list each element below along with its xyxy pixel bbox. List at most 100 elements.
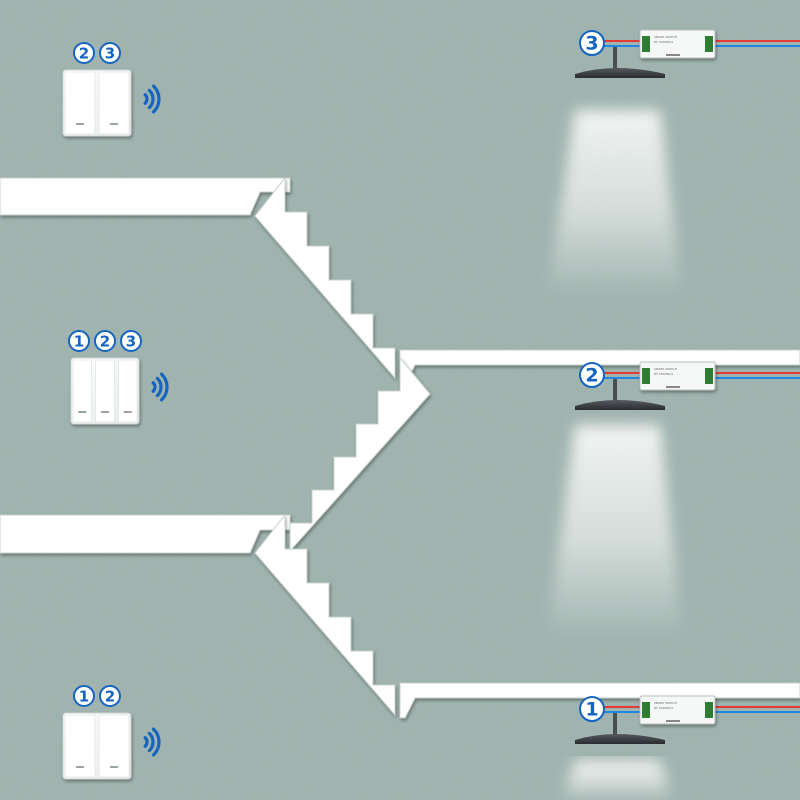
- switch-indicator: [76, 766, 84, 768]
- light-beam-3: [548, 110, 682, 292]
- relay-module: [639, 361, 716, 391]
- relay-module: [639, 695, 716, 725]
- lower-floor-slab: [0, 514, 291, 554]
- rf-wave: [143, 736, 149, 748]
- badge-number: 1: [79, 688, 89, 706]
- badge-circle: [120, 330, 142, 352]
- switch-indicator: [110, 766, 118, 768]
- number-badge: 1: [68, 330, 90, 352]
- lamp-stem: [613, 713, 617, 735]
- badge-number: 3: [105, 45, 115, 63]
- terminal-block-left: [642, 368, 650, 384]
- building-structure: [0, 176, 800, 719]
- light-beam-2: [548, 425, 682, 632]
- relay-module: [639, 29, 716, 59]
- stair-steps: [289, 356, 431, 553]
- badge-circle: [73, 685, 95, 707]
- relay-label: SMART SWITCH: [654, 367, 677, 371]
- number-badge: 3: [99, 42, 121, 64]
- light-beam-1: [562, 760, 672, 800]
- switch-indicator: [78, 411, 87, 413]
- badge-circle: [73, 42, 95, 64]
- switch-gang-button[interactable]: [95, 359, 115, 423]
- switch-indicator: [123, 411, 132, 413]
- ceiling-lamp: [575, 68, 665, 78]
- number-badge: 1: [579, 696, 605, 722]
- relay-led: [666, 720, 680, 722]
- badge-circle: [579, 30, 605, 56]
- relay-led: [666, 54, 680, 56]
- relay-led: [666, 386, 680, 388]
- rf-wave: [155, 376, 163, 398]
- number-badge: 2: [94, 330, 116, 352]
- upper-floor-slab: [0, 177, 291, 216]
- slab-surface: [0, 177, 291, 216]
- rf-wave: [147, 88, 155, 110]
- badge-number: 1: [585, 699, 598, 721]
- relay-label: RF CONTROL: [654, 706, 674, 710]
- switch-indicator: [101, 411, 109, 413]
- terminal-block-left: [642, 702, 650, 718]
- lamp-stem: [613, 379, 617, 401]
- terminal-block-right: [705, 368, 713, 384]
- rf-wave: [151, 381, 157, 393]
- rf-wave: [159, 372, 169, 402]
- relay-label: RF CONTROL: [654, 372, 674, 376]
- slab-surface: [0, 514, 291, 554]
- switch-indicator: [110, 123, 118, 125]
- rf-signal-icon: [143, 84, 161, 114]
- badge-circle: [68, 330, 90, 352]
- rf-signal-icon: [143, 727, 161, 757]
- ceiling-lamp: [575, 400, 665, 410]
- badge-number: 2: [585, 365, 598, 387]
- stair-flight-upper: [254, 176, 396, 380]
- rf-signal-icon: [151, 372, 169, 402]
- number-badge: 3: [579, 30, 605, 56]
- terminal-block-right: [705, 702, 713, 718]
- ceiling-lamp: [575, 734, 665, 744]
- switch-gang-button[interactable]: [117, 359, 138, 423]
- rf-wave: [147, 731, 155, 753]
- badge-circle: [99, 42, 121, 64]
- light-beams: [548, 110, 682, 800]
- rf-wave: [151, 84, 161, 114]
- badge-circle: [579, 362, 605, 388]
- badge-circle: [94, 330, 116, 352]
- badge-number: 1: [74, 333, 84, 351]
- relay-label: SMART SWITCH: [654, 35, 677, 39]
- relay-label: SMART SWITCH: [654, 701, 677, 705]
- badge-number: 3: [126, 333, 136, 351]
- terminal-block-left: [642, 36, 650, 52]
- rf-wave: [143, 93, 149, 105]
- badge-number: 2: [79, 45, 89, 63]
- terminal-block-right: [705, 36, 713, 52]
- badge-circle: [99, 685, 121, 707]
- relay-label: RF CONTROL: [654, 40, 674, 44]
- badge-number: 2: [105, 688, 115, 706]
- lamp-stem: [613, 47, 617, 69]
- badge-number: 3: [585, 33, 598, 55]
- switch-indicator: [76, 123, 84, 125]
- number-badge: 3: [120, 330, 142, 352]
- stair-steps: [254, 176, 396, 380]
- badge-circle: [579, 696, 605, 722]
- number-badge: 1: [73, 685, 95, 707]
- switch-gang-button[interactable]: [72, 359, 93, 423]
- bottom-floor-slab: [399, 682, 800, 719]
- slab-surface: [399, 682, 800, 719]
- number-badge: 2: [579, 362, 605, 388]
- number-badge: 2: [99, 685, 121, 707]
- rf-wave: [151, 727, 161, 757]
- number-badge: 2: [73, 42, 95, 64]
- badge-number: 2: [100, 333, 110, 351]
- stair-flight-middle: [289, 356, 431, 553]
- stair-flight-lower: [254, 513, 396, 717]
- stair-steps: [254, 513, 396, 717]
